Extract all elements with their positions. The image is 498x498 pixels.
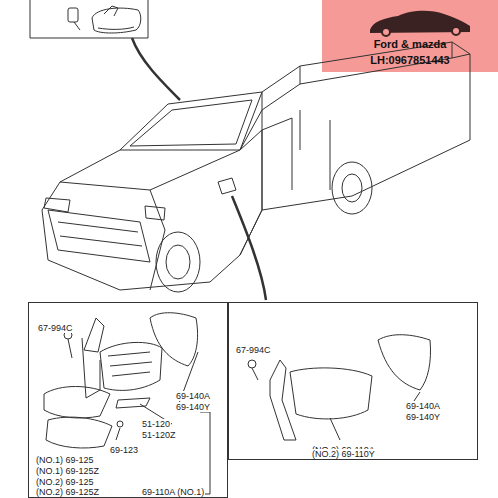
leader-curve xyxy=(232,196,266,300)
callout-number: 51-120Z xyxy=(141,430,177,440)
watermark-text: Ford & mazda xyxy=(373,38,448,51)
watermark-text: LH:0967851443 xyxy=(369,54,451,67)
parts-panel: 67-994C 69-140A69-140Y 51-12051-120Z69-123… xyxy=(28,302,228,498)
leader-curve xyxy=(132,38,180,100)
callout-number: 69-140A xyxy=(405,401,441,411)
door-mirror-assembly xyxy=(248,335,431,440)
callout-number: 69-110A (NO.1) xyxy=(141,487,205,497)
callout-number: 67-994C xyxy=(235,345,272,355)
callout-number: 67-994C xyxy=(37,323,74,333)
watermark-box: Ford & mazdaLH:0967851443 xyxy=(322,0,498,72)
callout-number: 69-140Y xyxy=(405,412,441,422)
callout-number: (NO.1) 69-125 xyxy=(35,455,95,465)
callout-number: 69-140A xyxy=(175,391,211,401)
pickup-truck xyxy=(42,42,470,292)
watermark-car xyxy=(370,11,470,36)
callout-number: 51-120 xyxy=(141,419,171,429)
parts-panel: 67-994C69-140A69-140Y(NO.2) 69-110A(NO.2… xyxy=(228,302,478,460)
callout-number: (NO.2) 69-125 xyxy=(35,477,95,487)
interior-mirror xyxy=(68,6,141,33)
callout-number: 69-140Y xyxy=(175,402,211,412)
callout-number: (NO.1) 69-125Z xyxy=(35,466,100,476)
watermark-ground xyxy=(322,0,498,72)
callout-number: (NO.2) 69-110Y xyxy=(311,449,376,459)
callout-number: 69-123 xyxy=(109,445,139,455)
inset-frame xyxy=(30,0,148,38)
callout-number: (NO.2) 69-125Z xyxy=(35,487,100,497)
